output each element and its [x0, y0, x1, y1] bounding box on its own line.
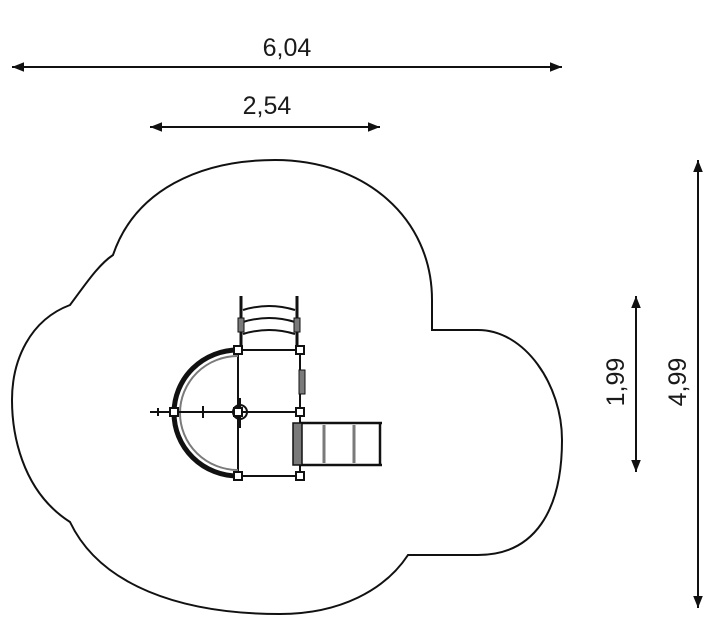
inner-width-dimension: 2,54: [150, 92, 380, 132]
overall-width-label: 6,04: [263, 34, 312, 62]
inner-width-label: 2,54: [243, 92, 292, 120]
safety-zone-outline: [10, 158, 564, 616]
play-equipment: [150, 296, 382, 481]
corner-post: [295, 407, 305, 417]
corner-post: [233, 471, 243, 481]
ladder-rung: [242, 317, 296, 323]
slide: [292, 421, 382, 467]
ladder-post: [293, 317, 301, 333]
corner-post: [295, 345, 305, 355]
corner-post: [233, 345, 243, 355]
slide-entry: [292, 422, 303, 466]
ladder-post: [237, 317, 245, 333]
overall-height-dimension: 4,99: [664, 160, 703, 608]
ladder-rung: [242, 329, 296, 335]
overall-width-dimension: 6,04: [12, 34, 562, 72]
inner-height-dimension: 1,99: [602, 296, 641, 472]
corner-post: [233, 407, 243, 417]
corner-post: [169, 407, 179, 417]
ladder-rung: [242, 305, 296, 311]
corner-post: [295, 471, 305, 481]
side-panel: [298, 369, 306, 395]
overall-height-label: 4,99: [664, 358, 692, 407]
inner-height-label: 1,99: [602, 358, 630, 407]
